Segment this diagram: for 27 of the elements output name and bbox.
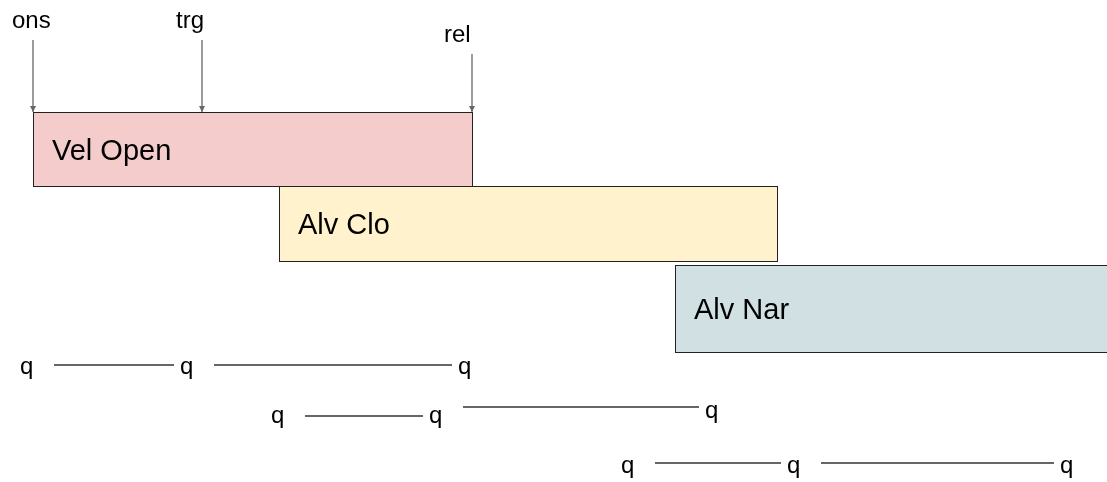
gesture-bar — [279, 186, 778, 262]
gesture-name: Alv Nar — [694, 292, 790, 326]
connector-line — [53, 364, 175, 366]
connector-line — [462, 406, 700, 408]
event-label: trg — [176, 6, 216, 36]
connector-line — [654, 462, 782, 464]
arrow — [468, 53, 476, 113]
event-label: rel — [444, 20, 482, 50]
connector-line — [213, 364, 453, 366]
arrow — [29, 39, 37, 113]
gesture-bar — [675, 265, 1107, 353]
gesture-name: Alv Clo — [298, 207, 390, 241]
q-symbol: q — [1060, 451, 1088, 481]
event-label: ons — [12, 6, 58, 36]
q-symbol: q — [787, 451, 815, 481]
q-symbol: q — [20, 352, 48, 382]
q-symbol: q — [429, 401, 457, 431]
q-symbol: q — [180, 352, 208, 382]
connector-line — [820, 462, 1055, 464]
gesture-name: Vel Open — [52, 133, 172, 166]
connector-line — [304, 415, 424, 417]
q-symbol: q — [621, 451, 649, 481]
q-symbol: q — [458, 352, 486, 382]
gesture-bar — [33, 112, 473, 187]
arrow — [198, 39, 206, 113]
q-symbol: q — [271, 401, 299, 431]
q-symbol: q — [705, 396, 733, 426]
